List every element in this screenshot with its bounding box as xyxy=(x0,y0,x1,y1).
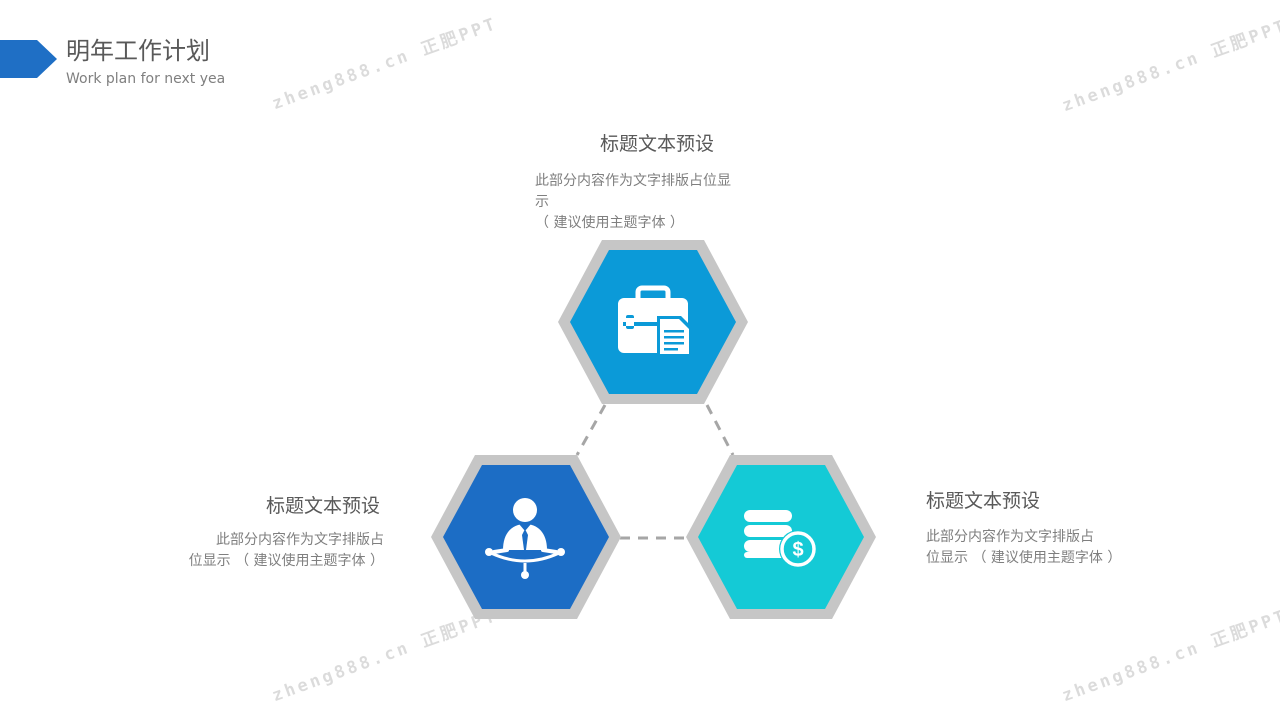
left-block-body-line: 位显示 （ 建议使用主题字体 ） xyxy=(188,553,384,569)
left-block-body: 此部分内容作为文字排版占 位显示 （ 建议使用主题字体 ） xyxy=(160,530,384,572)
svg-text:$: $ xyxy=(792,539,803,561)
coins-dollar-icon: $ xyxy=(744,510,817,568)
top-block-body-line: 示 xyxy=(535,194,549,210)
connector-top-right xyxy=(705,404,735,456)
hexagon-right: $ xyxy=(686,455,876,619)
hexagon-left xyxy=(431,455,621,619)
top-block-body-line: 此部分内容作为文字排版占位显 xyxy=(535,173,731,189)
hexagon-top xyxy=(558,240,748,404)
right-block-body: 此部分内容作为文字排版占 位显示 （ 建议使用主题字体 ） xyxy=(926,527,1166,569)
businessman-icon xyxy=(485,498,565,579)
right-block-body-line: 位显示 （ 建议使用主题字体 ） xyxy=(926,550,1122,566)
right-block-title: 标题文本预设 xyxy=(926,490,1041,512)
connector-top-left xyxy=(575,404,607,456)
left-block-body-line: 此部分内容作为文字排版占 xyxy=(216,532,384,548)
right-block-body-line: 此部分内容作为文字排版占 xyxy=(926,529,1094,545)
left-block-title: 标题文本预设 xyxy=(265,495,380,517)
top-block-body-line: （ 建议使用主题字体 ） xyxy=(535,215,684,231)
top-block-body: 此部分内容作为文字排版占位显 示 （ 建议使用主题字体 ） xyxy=(535,171,775,234)
top-block-title: 标题文本预设 xyxy=(600,133,715,155)
page-subtitle: Work plan for next yea xyxy=(66,71,226,87)
briefcase-document-icon xyxy=(618,285,692,357)
page-title: 明年工作计划 xyxy=(66,37,210,65)
